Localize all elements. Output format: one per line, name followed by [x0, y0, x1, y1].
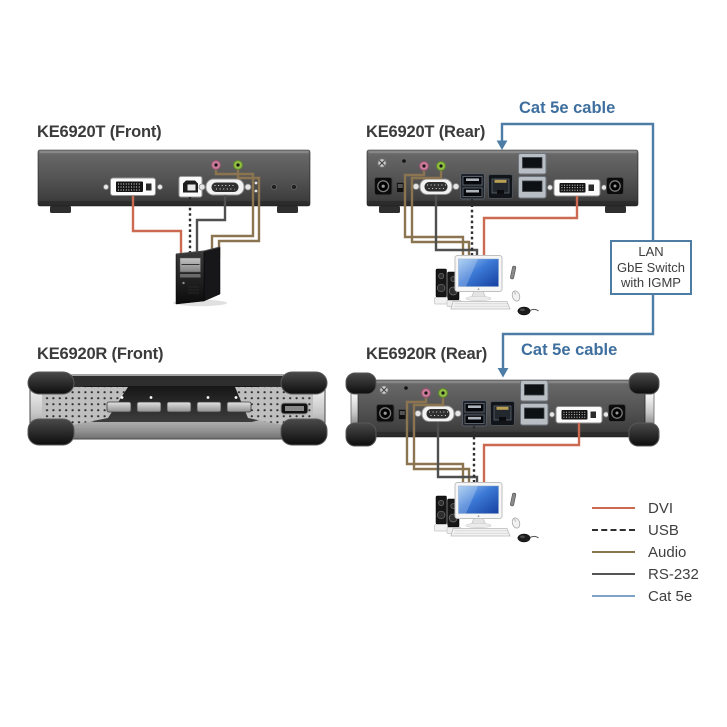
ke6920r-rear-title: KE6920R (Rear): [366, 345, 488, 363]
led-indicator: [206, 396, 210, 399]
legend-line-rs232: [592, 573, 635, 575]
mic-jack: [211, 160, 221, 170]
corner-bumper: [628, 422, 660, 447]
legend-line-cat5e: [592, 595, 635, 597]
ke6920r-front-title: KE6920R (Front): [37, 345, 164, 363]
led-indicator: [254, 181, 258, 185]
ke6920r-rear-device: [345, 372, 660, 447]
legend-label: DVI: [648, 499, 674, 517]
corner-bumper: [280, 371, 328, 395]
ke6920t-front-title: KE6920T (Front): [37, 123, 162, 141]
legend-label: Cat 5e: [648, 587, 693, 605]
computer-tower: [173, 246, 227, 307]
legend-label: USB: [648, 521, 679, 539]
ke6920t-rear-title: KE6920T (Rear): [366, 123, 486, 141]
cable-legend: DVI USB Audio RS-232 Cat 5e: [592, 497, 699, 607]
device-foot: [605, 206, 626, 213]
usb-b-port: [178, 176, 203, 198]
switch-box-line: with IGMP: [621, 275, 681, 291]
usb-port-front: [280, 402, 309, 415]
switch-box-line: GbE Switch: [617, 259, 685, 275]
audio-cable: [217, 170, 261, 258]
legend-row: USB: [592, 519, 699, 541]
dvi-cable: [482, 423, 581, 490]
pushbutton-row: [106, 401, 252, 413]
audio-cable: [210, 170, 255, 258]
corner-bumper: [628, 372, 660, 395]
audio-cable: [410, 171, 471, 263]
corner-bumper: [345, 372, 377, 395]
serial-port: [198, 178, 252, 196]
audio-jack: [233, 160, 243, 170]
lan-switch-box: LAN GbE Switch with IGMP: [610, 240, 692, 295]
front-button: [290, 183, 298, 191]
ke6920t-front-device: [37, 149, 311, 213]
device-foot: [379, 206, 400, 213]
legend-label: Audio: [648, 543, 687, 561]
device-foot: [277, 206, 298, 213]
corner-bumper: [27, 418, 75, 446]
legend-label: RS-232: [648, 565, 699, 583]
dvi-cable: [131, 196, 183, 258]
led-indicator: [234, 396, 238, 399]
rs232-cable: [195, 195, 227, 258]
legend-line-usb: [592, 529, 635, 531]
legend-line-audio: [592, 551, 635, 553]
dvi-port: [103, 177, 163, 196]
ke6920r-front-device: [27, 371, 328, 446]
ke6920t-front-cables: [131, 170, 261, 258]
cat5e-cable: [500, 122, 655, 369]
audio-cable: [412, 398, 471, 490]
arrowhead-top: [496, 140, 508, 150]
power-button: [182, 281, 185, 285]
legend-row: RS-232: [592, 563, 699, 585]
dvi-cable: [482, 196, 579, 263]
device-foot: [50, 206, 71, 213]
cat5e-cable-run: [496, 122, 655, 378]
led-indicator: [254, 189, 258, 193]
led-indicator: [120, 396, 124, 399]
ke6920t-rear-device: [366, 149, 639, 213]
legend-line-dvi: [592, 507, 635, 509]
corner-bumper: [27, 371, 75, 395]
cat5e-label-top: Cat 5e cable: [519, 99, 616, 117]
legend-row: Audio: [592, 541, 699, 563]
corner-bumper: [280, 418, 328, 446]
led-indicator: [149, 396, 153, 399]
cat5e-label-bottom: Cat 5e cable: [521, 341, 618, 359]
front-button: [270, 183, 278, 191]
top-trim: [40, 376, 315, 388]
arrowhead-bottom: [497, 368, 509, 378]
workstation-bottom: [434, 482, 539, 543]
legend-row: Cat 5e: [592, 585, 699, 607]
corner-bumper: [345, 422, 377, 447]
legend-row: DVI: [592, 497, 699, 519]
switch-box-line: LAN: [638, 244, 664, 260]
workstation-top: [434, 255, 539, 316]
